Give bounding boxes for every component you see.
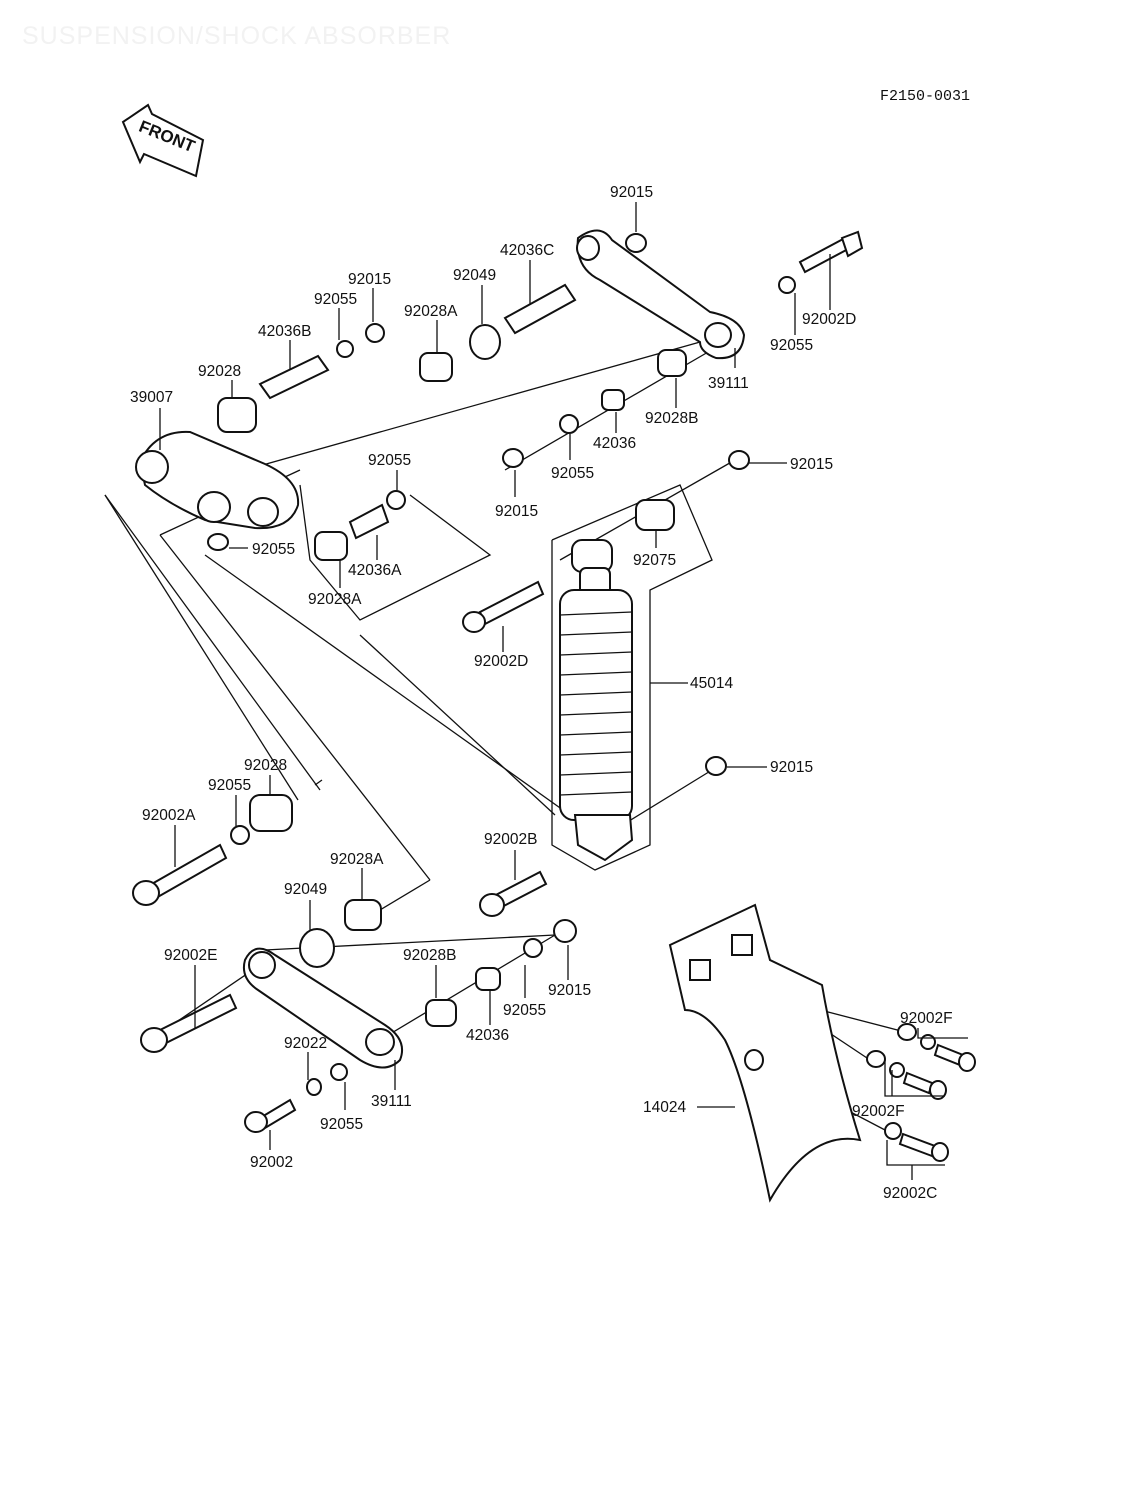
- label-92015-mid: 92015: [495, 503, 538, 520]
- label-92002A: 92002A: [142, 807, 196, 824]
- label-92015-shock-top: 92015: [790, 456, 833, 473]
- label-92028B-low: 92028B: [403, 947, 456, 964]
- label-92055-left2: 92055: [208, 777, 251, 794]
- label-45014: 45014: [690, 675, 733, 692]
- label-92002B: 92002B: [484, 831, 537, 848]
- label-92002F-top: 92002F: [900, 1010, 953, 1027]
- label-42036C: 42036C: [500, 242, 554, 259]
- label-92055-left: 92055: [314, 291, 357, 308]
- label-92028-top: 92028: [198, 363, 241, 380]
- label-92028A-top: 92028A: [404, 303, 458, 320]
- label-92022: 92022: [284, 1035, 327, 1052]
- parts: [132, 229, 976, 1203]
- leader-lines: [159, 202, 968, 1180]
- label-92055-mid: 92055: [551, 465, 594, 482]
- label-92002C: 92002C: [883, 1185, 937, 1202]
- label-92055-bottom: 92055: [320, 1116, 363, 1133]
- label-92049-top: 92049: [453, 267, 496, 284]
- label-92002E: 92002E: [164, 947, 217, 964]
- label-92015-low: 92015: [548, 982, 591, 999]
- spring-coils: [559, 611, 633, 796]
- label-39111-low: 39111: [371, 1093, 412, 1110]
- label-92049-low: 92049: [284, 881, 327, 898]
- label-92015-left: 92015: [348, 271, 391, 288]
- watermark-title: SUSPENSION/SHOCK ABSORBER: [22, 22, 452, 50]
- label-14024: 14024: [643, 1099, 686, 1116]
- label-92075: 92075: [633, 552, 676, 569]
- label-92002D-top: 92002D: [802, 311, 856, 328]
- label-42036-low: 42036: [466, 1027, 509, 1044]
- label-92055-low: 92055: [503, 1002, 546, 1019]
- label-39007: 39007: [130, 389, 173, 406]
- label-92055-below: 92055: [252, 541, 295, 558]
- part-labels: 92015 42036C 92049 92028A 92015 92055 42…: [130, 184, 953, 1202]
- label-92055-upper: 92055: [368, 452, 411, 469]
- label-92002: 92002: [250, 1154, 293, 1171]
- label-92002F-mid: 92002F: [852, 1103, 905, 1120]
- label-92015-top: 92015: [610, 184, 653, 201]
- label-42036-top: 42036: [593, 435, 636, 452]
- label-92055-right: 92055: [770, 337, 813, 354]
- label-92015-shock-low: 92015: [770, 759, 813, 776]
- label-39111-top: 39111: [708, 375, 749, 392]
- figure-code: F2150-0031: [880, 88, 971, 105]
- label-42036A: 42036A: [348, 562, 402, 579]
- label-92028A-low: 92028A: [330, 851, 384, 868]
- label-92028B-top: 92028B: [645, 410, 698, 427]
- label-92002D-mid: 92002D: [474, 653, 528, 670]
- label-92028-left: 92028: [244, 757, 287, 774]
- label-92028A-mid: 92028A: [308, 591, 362, 608]
- label-42036B: 42036B: [258, 323, 311, 340]
- front-arrow: FRONT: [121, 103, 205, 178]
